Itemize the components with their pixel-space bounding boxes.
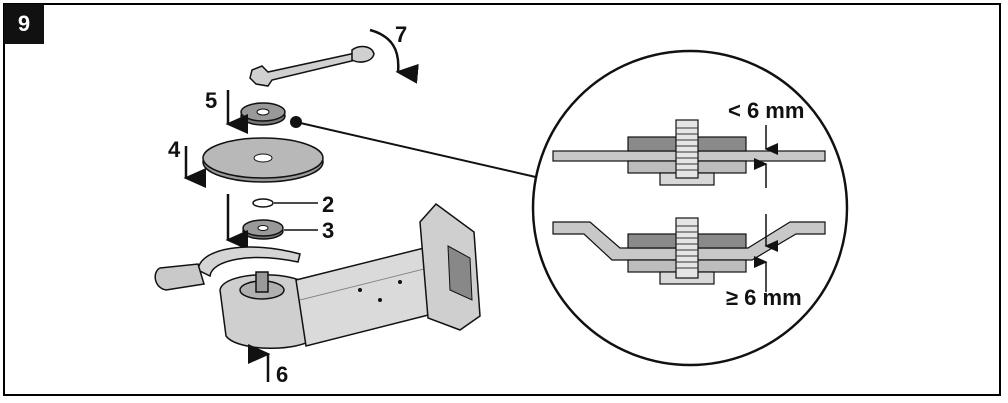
callout-5: 5 [205, 88, 217, 113]
thin-disc-thickness-label: < 6 mm [728, 98, 804, 123]
spanner-wrench [249, 45, 375, 87]
callout-4: 4 [168, 137, 181, 162]
depressed-disc-detail [552, 217, 826, 285]
clamping-nut [240, 102, 286, 126]
rotation-arrow [369, 28, 419, 84]
detail-pointer-line [295, 121, 541, 179]
callout-7: 7 [395, 22, 407, 47]
grinding-disc [202, 137, 324, 183]
thick-disc-thickness-label: ≥ 6 mm [726, 285, 802, 310]
thin-disc-detail [552, 119, 826, 186]
callout-2: 2 [322, 192, 334, 217]
support-flange [242, 219, 284, 240]
o-ring [252, 198, 274, 208]
figure-frame [3, 3, 1001, 396]
angle-grinder [154, 202, 481, 349]
callout-6: 6 [276, 362, 288, 387]
detail-magnifier-circle [531, 49, 849, 367]
callout-3: 3 [322, 218, 334, 243]
step-number-badge: 9 [4, 4, 44, 44]
